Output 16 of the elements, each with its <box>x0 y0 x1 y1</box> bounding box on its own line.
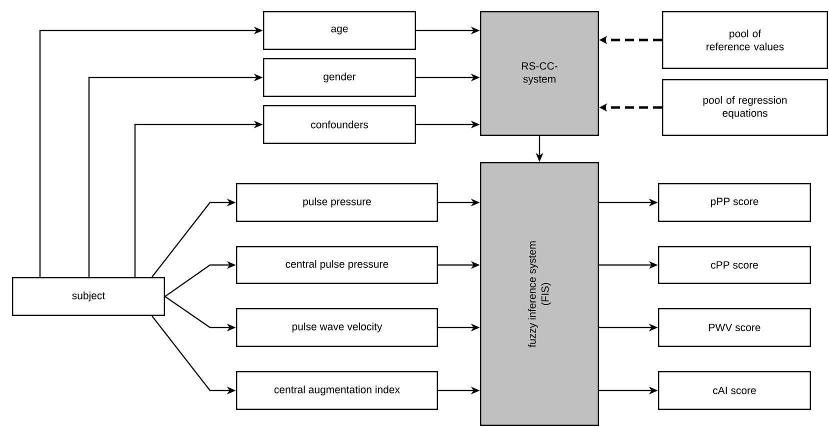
output-box: PWV score <box>658 308 811 347</box>
process-box: central pulse pressure <box>236 246 438 284</box>
process-box: pulse pressure <box>236 183 438 222</box>
process-box: pulse wave velocity <box>236 308 438 347</box>
source-box: pool of regression equations <box>662 79 828 136</box>
system-block: fuzzy inference system (FIS) <box>480 162 599 426</box>
process-box: subject <box>12 277 165 316</box>
system-block: RS-CC-system <box>480 11 599 136</box>
output-box: cAI score <box>658 370 811 410</box>
process-box: central augmentation index <box>236 370 438 410</box>
process-box: gender <box>263 58 416 97</box>
source-box: pool of reference values <box>662 11 828 69</box>
output-box: cPP score <box>658 246 811 284</box>
process-box: confounders <box>263 105 416 144</box>
process-box: age <box>263 11 416 50</box>
output-box: pPP score <box>658 183 811 222</box>
